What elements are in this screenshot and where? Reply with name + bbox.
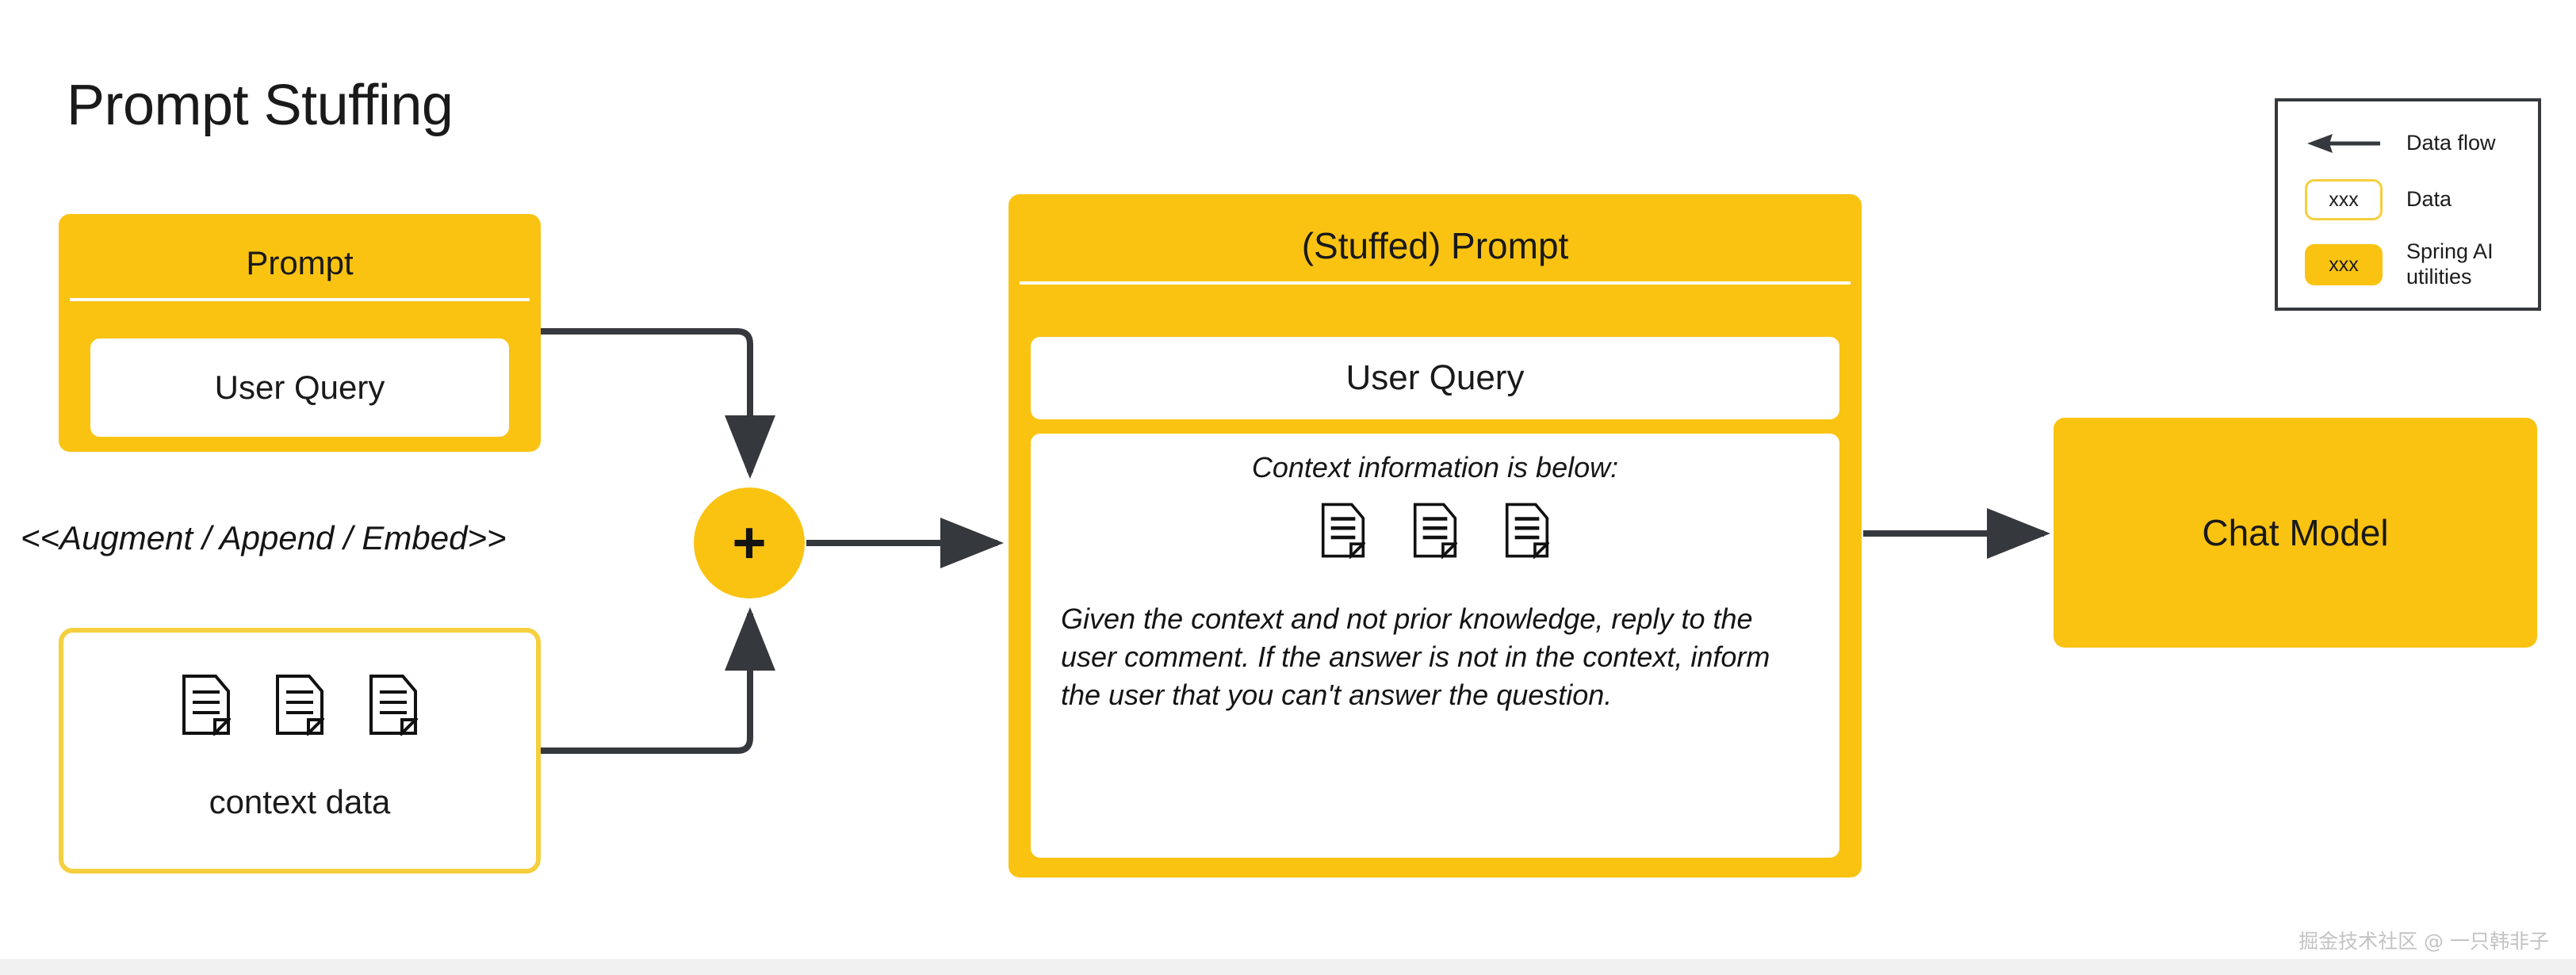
stuffed-user-query-card: User Query [1031,337,1839,419]
stuffed-user-query-label: User Query [1345,358,1525,397]
page-title: Prompt Stuffing [67,74,454,137]
prompt-user-query-card: User Query [90,338,509,437]
prompt-box-heading: Prompt [246,244,354,281]
connector-prompt-to-plus [541,328,775,479]
plus-combine-node: + [694,488,805,598]
arrow-left-icon [2307,134,2380,153]
augment-append-embed-label: <<Augment / Append / Embed>> [21,519,507,556]
stuffed-prompt-heading: (Stuffed) Prompt [1301,225,1569,266]
stuffed-instruction-text: Given the context and not prior knowledg… [1061,602,1770,711]
context-info-heading: Context information is below: [1251,451,1619,484]
legend-chip-spring-ai-text: xxx [2329,253,2359,276]
chat-model-label: Chat Model [2202,512,2389,553]
bottom-strip [0,959,2576,975]
legend-chip-data-text: xxx [2329,188,2359,211]
plus-icon: + [732,510,767,575]
context-data-label: context data [209,783,391,820]
prompt-user-query-label: User Query [214,369,385,406]
stuffed-prompt-divider [1020,281,1851,285]
context-data-box: context data [59,628,541,874]
context-data-icon-row [63,674,536,736]
document-icon [182,675,231,736]
stuffed-context-card: Context information is below: [1031,434,1839,858]
watermark: 掘金技术社区 @ 一只韩非子 [2298,930,2549,953]
stuffed-document-icon-row [1031,502,1839,559]
prompt-box-divider [70,298,530,301]
legend-row-spring-ai: xxx Spring AI utilities [2278,233,2538,296]
legend-chip-data: xxx [2305,179,2383,220]
legend-row-data-flow: Data flow [2278,119,2538,168]
legend-key-spring-ai: xxx [2292,244,2395,285]
legend-key-data: xxx [2292,179,2395,220]
document-icon [1321,503,1365,559]
legend-key-data-flow [2292,132,2395,155]
legend: Data flow xxx Data xxx Spring AI utiliti… [2275,98,2541,311]
chat-model-box: Chat Model [2054,418,2537,648]
legend-chip-spring-ai: xxx [2305,244,2383,285]
legend-label-spring-ai: Spring AI utilities [2406,239,2494,289]
document-icon [276,675,324,736]
legend-label-data: Data [2406,187,2452,212]
connector-context-to-plus [541,607,775,754]
document-icon [369,675,418,736]
document-icon [1413,503,1457,559]
document-icon [1505,503,1549,559]
legend-label-data-flow: Data flow [2406,131,2496,155]
legend-row-data: xxx Data [2278,171,2538,228]
